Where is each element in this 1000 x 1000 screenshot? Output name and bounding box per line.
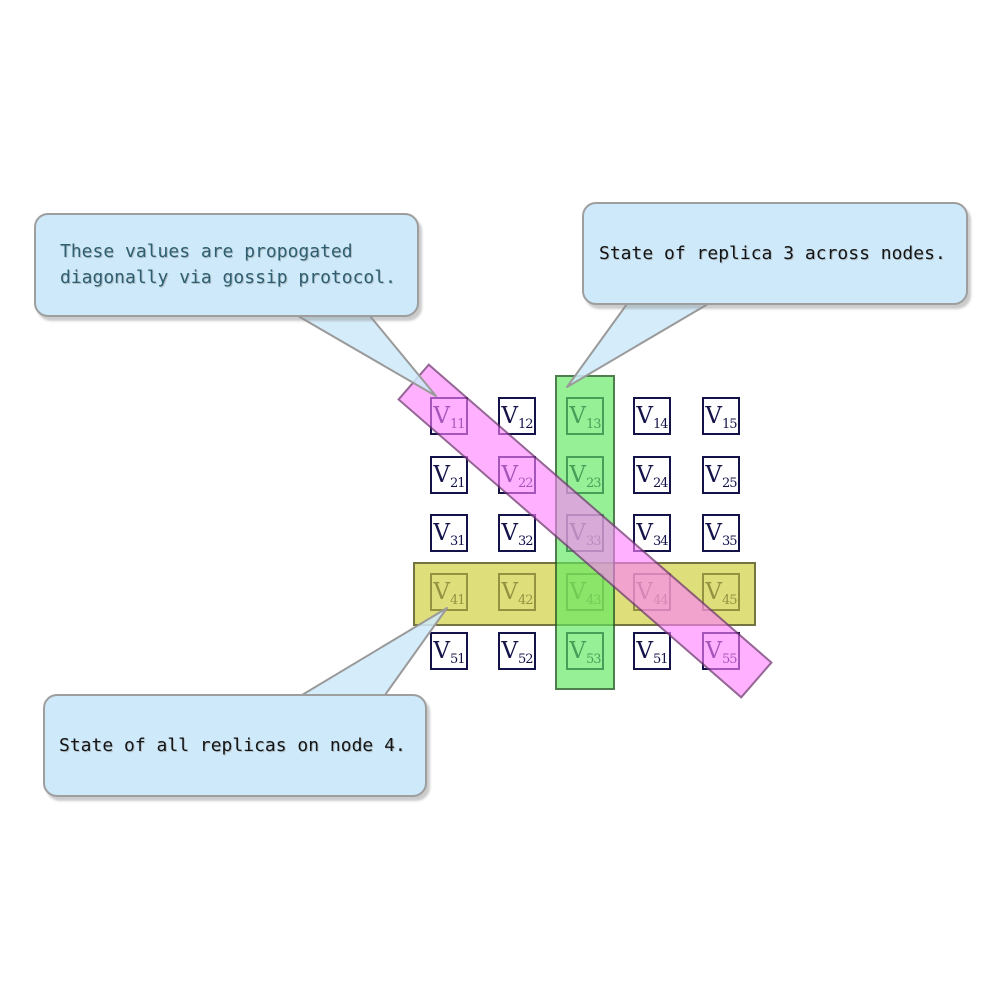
cell-subscript: 15 [722, 416, 738, 432]
cell-subscript: 52 [518, 651, 534, 667]
cell-subscript: 51 [450, 651, 466, 667]
gossip-callout-text-line1: These values are propogated [60, 241, 353, 262]
cell-subscript: 14 [653, 416, 669, 432]
replica3-callout-text: State of replica 3 across nodes. [599, 242, 946, 264]
node4-callout: State of all replicas on node 4. [43, 694, 427, 797]
cell-symbol: V [433, 519, 451, 546]
cell-subscript: 31 [450, 533, 466, 549]
cell-symbol: V [501, 637, 519, 664]
node4-callout-pointer [301, 607, 448, 696]
gossip-callout: These values are propogated diagonally v… [34, 213, 419, 317]
cell-subscript: 24 [653, 475, 669, 491]
gossip-callout-pointer [297, 315, 437, 397]
gossip-callout-text-line2: diagonally via gossip protocol. [60, 267, 396, 288]
cell-symbol: V [636, 519, 654, 546]
cell-subscript: 51 [653, 651, 669, 667]
cell-subscript: 32 [518, 533, 534, 549]
cell-symbol: V [636, 461, 654, 488]
cell-symbol: V [705, 519, 723, 546]
cell-subscript: 25 [722, 475, 738, 491]
cell-symbol: V [636, 637, 654, 664]
cell-symbol: V [705, 461, 723, 488]
cell-symbol: V [636, 402, 654, 429]
node4-callout-text: State of all replicas on node 4. [59, 734, 406, 756]
cell-subscript: 21 [450, 475, 466, 491]
cell-symbol: V [433, 461, 451, 488]
cell-subscript: 34 [653, 533, 669, 549]
cell-symbol: V [433, 637, 451, 664]
cell-subscript: 12 [518, 416, 534, 432]
cell-subscript: 35 [722, 533, 738, 549]
cell-symbol: V [501, 402, 519, 429]
replica3-callout-pointer [566, 303, 709, 388]
replica3-callout: State of replica 3 across nodes. [582, 202, 968, 305]
cell-symbol: V [705, 402, 723, 429]
cell-symbol: V [501, 519, 519, 546]
